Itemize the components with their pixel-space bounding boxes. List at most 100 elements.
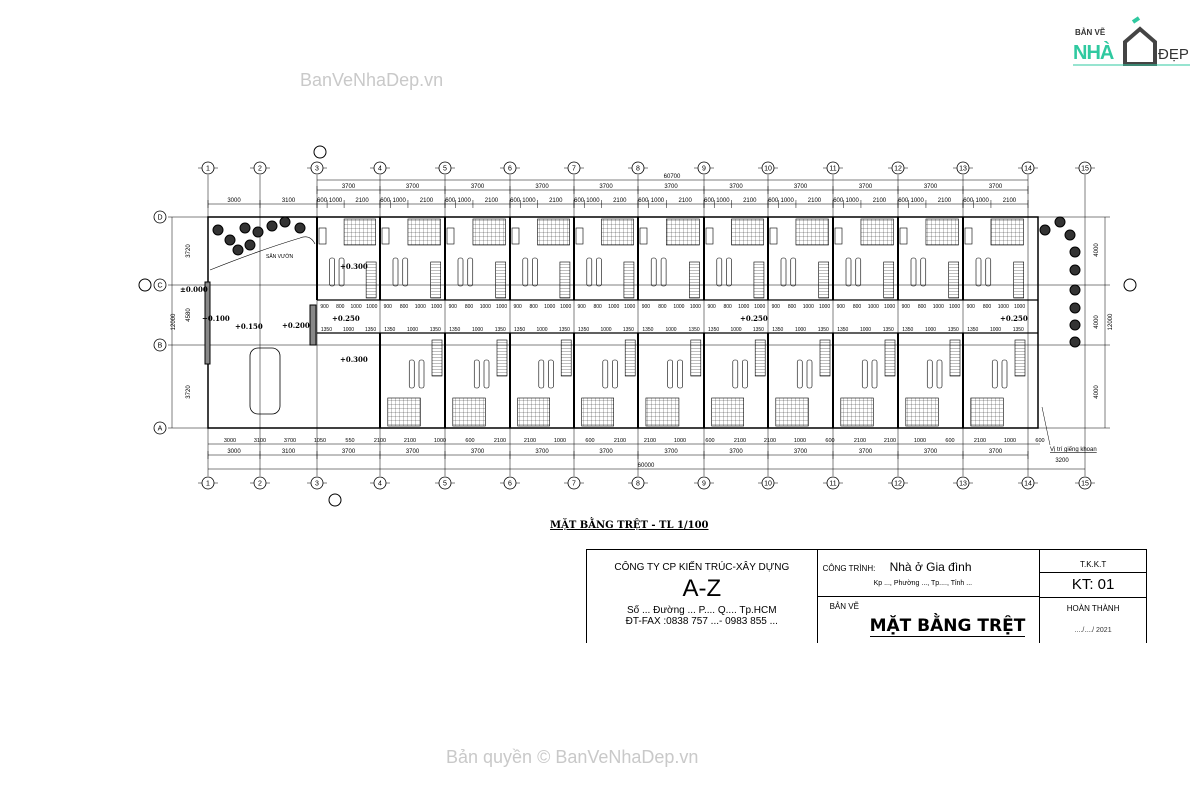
dim-bottom-bays-label: 3700 (924, 449, 938, 455)
dim-top-detail-label: 1000 (910, 198, 924, 204)
dim-corridor: 800 (983, 304, 992, 310)
dim-corridor-lower: 1000 (472, 327, 483, 333)
dim-top-bays-label: 3700 (664, 184, 678, 190)
company-name: A-Z (682, 575, 722, 602)
motorbike-icon (1001, 359, 1008, 389)
grid-label-row: D (157, 215, 162, 222)
dim-corridor-lower: 1350 (708, 327, 719, 333)
stair (1014, 339, 1026, 377)
motorbike-icon (845, 257, 852, 287)
bathroom-tile (795, 218, 829, 246)
motorbike-icon (392, 257, 399, 287)
dim-corridor-lower: 1350 (948, 327, 959, 333)
grid-bubble (153, 210, 167, 224)
gate-wall (204, 281, 211, 365)
stair (1013, 261, 1025, 299)
stove-icon (318, 227, 327, 245)
dim-corridor: 800 (530, 304, 539, 310)
motorbike-icon (408, 359, 415, 389)
motorbike-icon (726, 257, 732, 287)
grid-label-col: 13 (959, 481, 967, 488)
tree-icon (266, 220, 278, 232)
dim-bottom-detail: 1000 (794, 438, 806, 444)
project-cell: CÔNG TRÌNH: Nhà ở Gia đình Kp ..., Phườn… (817, 550, 1041, 643)
grid-label-col: 4 (378, 481, 382, 488)
motorbike-icon (467, 257, 474, 287)
dim-corridor-lower: 1000 (730, 327, 741, 333)
bathroom-tile (452, 397, 486, 427)
company-cell: CÔNG TY CP KIẾN TRÚC-XÂY DỰNG A-Z Số ...… (587, 550, 818, 643)
dim-corridor-lower: 1350 (321, 327, 332, 333)
motorbike-icon (402, 257, 409, 287)
dim-corridor: 1000 (690, 304, 701, 310)
tree-icon (224, 234, 236, 246)
bathroom-tile (387, 397, 421, 427)
sheet-number: KT: 01 (1040, 573, 1147, 598)
dim-corridor: 1000 (673, 304, 684, 310)
dim-bottom-bays-label: 3700 (342, 449, 356, 455)
dim-top-left-label: 3100 (282, 198, 296, 204)
dim-corridor-lower: 1000 (536, 327, 547, 333)
company-address: Số ... Đường ... P.... Q.... Tp.HCM (626, 605, 777, 616)
dim-corridor-lower: 1350 (623, 327, 634, 333)
tree-icon (1069, 336, 1081, 348)
dim-top-bays-label: 3700 (535, 184, 549, 190)
tree-icon (1069, 264, 1081, 276)
dim-bottom-bays-label: 3700 (406, 449, 420, 455)
stair (559, 261, 571, 299)
dim-left-total: 12000 (171, 313, 177, 330)
dim-bottom-detail: 1000 (1004, 438, 1016, 444)
grid-label-col: 2 (258, 481, 262, 488)
motorbike-icon (975, 257, 982, 287)
stair (949, 339, 961, 377)
stove-icon (511, 227, 520, 245)
dim-top-detail-label: 2100 (613, 198, 627, 204)
dim-corridor: 800 (918, 304, 927, 310)
floor-plan: 1122334455667788991010111112121313141415… (138, 145, 1137, 507)
completed-date: ..../..../ 2021 (1074, 627, 1112, 634)
dim-corridor: 800 (465, 304, 474, 310)
dim-corridor: 1000 (480, 304, 491, 310)
dim-top-detail-label: 2100 (1003, 198, 1017, 204)
elevation-label: +0.200 (282, 321, 310, 330)
dim-corridor: 1000 (868, 304, 879, 310)
dim-right-total: 12000 (1108, 313, 1114, 330)
grid-label-col: 5 (443, 481, 447, 488)
plan-title: MẶT BẰNG TRỆT - TL 1/100 (550, 520, 709, 531)
stair (690, 339, 702, 377)
dim-corridor: 1000 (933, 304, 944, 310)
dim-corridor: 900 (967, 304, 976, 310)
dim-top-detail-label: 1000 (845, 198, 859, 204)
car-icon (249, 347, 281, 415)
dim-right: 4000 (1094, 315, 1100, 329)
dim-corridor: 1000 (496, 304, 507, 310)
stair (818, 261, 830, 299)
dim-top-detail-label: 600 (898, 198, 909, 204)
motorbike-icon (677, 359, 683, 389)
dim-corridor-lower: 1000 (407, 327, 418, 333)
stair (753, 261, 765, 299)
dim-corridor-lower: 1000 (665, 327, 676, 333)
dim-corridor: 800 (400, 304, 409, 310)
motorbike-icon (660, 257, 667, 287)
dim-corridor-lower: 1000 (795, 327, 806, 333)
dim-corridor-lower: 1000 (860, 327, 871, 333)
grid-label-col: 10 (764, 481, 772, 488)
elevation-label: +0.250 (1000, 314, 1028, 323)
motorbike-icon (742, 359, 748, 389)
dim-top-detail-label: 2100 (679, 198, 693, 204)
dim-bottom-detail: 2100 (854, 438, 866, 444)
dim-corridor: 900 (837, 304, 846, 310)
dim-corridor: 900 (384, 304, 393, 310)
stove-icon (446, 227, 455, 245)
dim-corridor: 800 (658, 304, 667, 310)
company-phone: ĐT-FAX :0838 757 ...- 0983 855 ... (625, 616, 778, 627)
dim-corridor: 1000 (366, 304, 377, 310)
dim-bottom-bays-label: 3100 (282, 449, 296, 455)
dim-top-detail-label: 600 (704, 198, 715, 204)
motorbike-icon (732, 359, 739, 389)
dim-bottom-detail: 550 (345, 438, 354, 444)
project-label: CÔNG TRÌNH: (822, 564, 876, 573)
bathroom-tile (731, 218, 764, 246)
grid-label-col: 3 (315, 481, 319, 488)
